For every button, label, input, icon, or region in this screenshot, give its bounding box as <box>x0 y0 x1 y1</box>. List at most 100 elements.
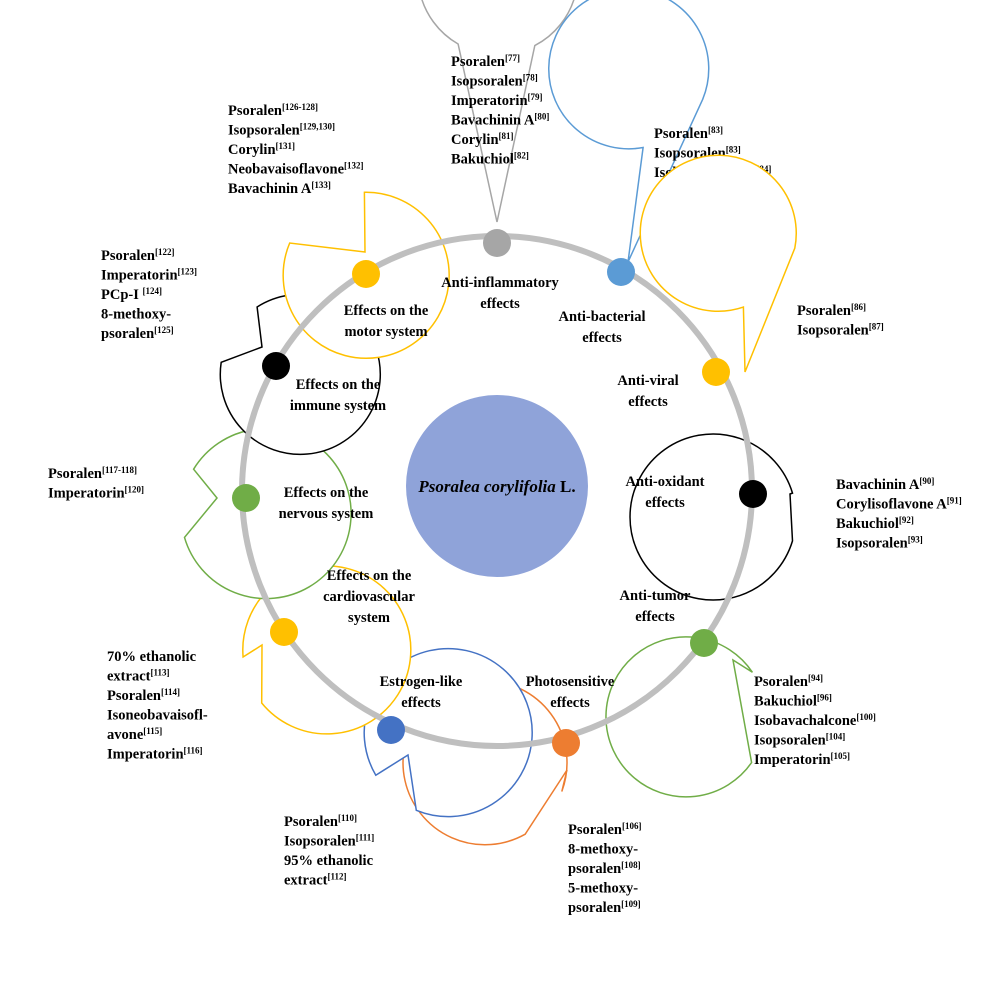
compound-immune: psoralen <box>101 326 154 342</box>
effect-dots <box>232 229 767 757</box>
compound-list-nervous: Psoralen[117-118]Imperatorin[120] <box>48 465 144 502</box>
compound-anti-tumor: Isopsoralen <box>754 733 826 749</box>
compound-anti-bacterial: Psoralen <box>654 126 708 142</box>
compound-list-anti-viral: Psoralen[86] Isopsoralen[87] <box>797 302 884 339</box>
compound-ref: [94] <box>808 673 823 683</box>
compound-photosensitive: 5-methoxy- <box>568 881 638 897</box>
compound-ref: [81] <box>499 131 514 141</box>
compound-cardiovascular: Psoralen <box>107 688 161 704</box>
compound-list-anti-tumor: Psoralen[94]Bakuchiol[96]Isobavachalcone… <box>754 673 876 768</box>
compound-ref: [133] <box>311 180 331 190</box>
compound-cardiovascular: avone <box>107 727 144 743</box>
compound-cardiovascular: Isoneobavaisofl- <box>107 708 208 724</box>
compound-ref: [87] <box>869 322 884 332</box>
compound-anti-oxidant: Bakuchiol <box>836 516 899 532</box>
compound-list-motor: Psoralen[126-128]Isopsoralen[129,130]Cor… <box>228 102 364 197</box>
effect-dot-estrogen-like <box>377 716 405 744</box>
compound-ref: [83] <box>708 125 723 135</box>
compound-photosensitive: psoralen <box>568 861 621 877</box>
compound-anti-inflammatory: Bakuchiol <box>451 152 514 168</box>
compound-ref: [112] <box>327 872 346 882</box>
compound-ref: [125] <box>154 325 174 335</box>
compound-anti-tumor: Bakuchiol <box>754 694 817 710</box>
compound-immune: 8-methoxy- <box>101 307 171 323</box>
compound-ref: [117-118] <box>102 465 137 475</box>
center-node: Psoralea corylifolia L. <box>406 395 588 577</box>
compound-list-anti-oxidant: Bavachinin A[90]Corylisoflavone A[91]Bak… <box>836 476 962 552</box>
compound-motor: Corylin <box>228 142 276 158</box>
effect-dot-photosensitive <box>552 729 580 757</box>
compound-list-anti-inflammatory: Psoralen[77]Isopsoralen[78]Imperatorin[7… <box>451 53 549 168</box>
compound-ref: [91] <box>947 496 962 506</box>
compound-ref: [106] <box>622 821 642 831</box>
compound-ref: [77] <box>505 53 520 63</box>
balloon-anti-oxidant <box>629 433 794 601</box>
compound-photosensitive: psoralen <box>568 900 621 916</box>
compound-ref: [109] <box>621 899 641 909</box>
compound-ref: [124] <box>143 286 163 296</box>
effect-dot-anti-inflammatory <box>483 229 511 257</box>
compound-ref: [84] <box>756 164 771 174</box>
compound-ref: [129,130] <box>300 122 335 132</box>
compound-estrogen-like: Psoralen <box>284 814 338 830</box>
effect-dot-cardiovascular <box>270 618 298 646</box>
compound-ref: [83] <box>726 145 741 155</box>
compound-ref: [100] <box>856 712 876 722</box>
compound-anti-tumor: Imperatorin <box>754 752 831 768</box>
compound-ref: [131] <box>276 141 296 151</box>
compound-anti-inflammatory: Corylin <box>451 132 499 148</box>
compound-anti-viral: Psoralen <box>797 303 851 319</box>
compound-ref: [82] <box>514 151 529 161</box>
compound-list-photosensitive: Psoralen[106]8-methoxy-psoralen[108]5-me… <box>568 821 641 916</box>
compound-list-estrogen-like: Psoralen[110]Isopsoralen[111]95% ethanol… <box>284 813 374 889</box>
compound-immune: Imperatorin <box>101 268 178 284</box>
center-label-suffix: L. <box>556 477 576 496</box>
compound-anti-inflammatory: Imperatorin <box>451 93 528 109</box>
compound-estrogen-like: Isopsoralen <box>284 834 356 850</box>
compound-ref: [126-128] <box>282 102 318 112</box>
compound-ref: [132] <box>344 161 364 171</box>
compound-ref: [105] <box>831 751 851 761</box>
balloon-anti-tumor <box>605 636 754 798</box>
compound-motor: Bavachinin A <box>228 181 312 197</box>
compound-ref: [79] <box>528 92 543 102</box>
compound-list-immune: Psoralen[122]Imperatorin[123]PCp-I [124]… <box>101 247 197 342</box>
compound-ref: [90] <box>919 476 934 486</box>
effect-dot-anti-tumor <box>690 629 718 657</box>
compound-estrogen-like: 95% ethanolic <box>284 853 374 869</box>
compound-ref: [93] <box>908 535 923 545</box>
compound-photosensitive: 8-methoxy- <box>568 842 638 858</box>
effect-dot-immune <box>262 352 290 380</box>
effect-dot-anti-bacterial <box>607 258 635 286</box>
compound-motor: Psoralen <box>228 103 282 119</box>
compound-motor: Neobavaisoflavone <box>228 162 345 178</box>
compound-estrogen-like: extract <box>284 873 328 889</box>
balloon-anti-inflammatory <box>421 0 575 223</box>
compound-anti-inflammatory: Bavachinin A <box>451 113 535 129</box>
compound-cardiovascular: Imperatorin <box>107 747 184 763</box>
compound-ref: [113] <box>150 668 169 678</box>
balloon-anti-bacterial <box>547 0 710 263</box>
compound-anti-viral: Isopsoralen <box>797 323 869 339</box>
compound-ref: [96] <box>817 693 832 703</box>
compound-cardiovascular: extract <box>107 669 151 685</box>
compound-anti-tumor: Psoralen <box>754 674 808 690</box>
compound-ref: [86] <box>851 302 866 312</box>
compound-nervous: Imperatorin <box>48 486 125 502</box>
compound-ref: [110] <box>338 813 357 823</box>
compound-ref: [120] <box>125 485 145 495</box>
compound-anti-oxidant: Bavachinin A <box>836 477 920 493</box>
compound-anti-inflammatory: Isopsoralen <box>451 74 523 90</box>
compound-ref: [80] <box>534 112 549 122</box>
effect-dot-nervous <box>232 484 260 512</box>
